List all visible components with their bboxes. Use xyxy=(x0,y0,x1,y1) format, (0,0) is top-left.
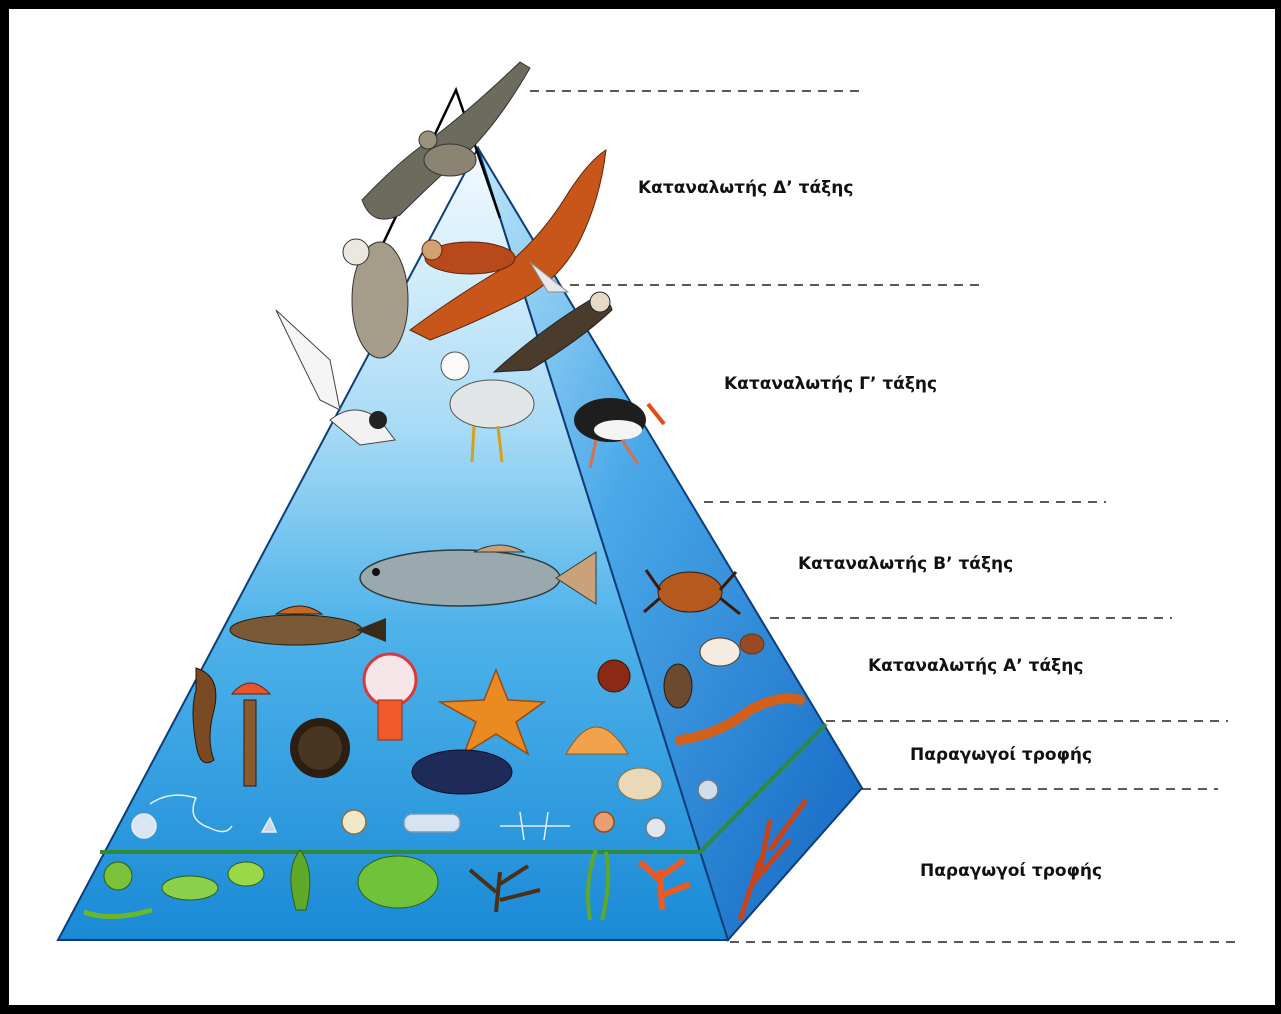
level-label-consumer-1: Καταναλωτής Α’ τάξης xyxy=(868,656,1083,676)
mussel-icon xyxy=(412,750,512,794)
snail-icon xyxy=(598,660,630,692)
limpet-icon xyxy=(664,664,692,708)
level-label-producer-lower: Παραγωγοί τροφής xyxy=(920,861,1102,881)
level-label-producer-upper: Παραγωγοί τροφής xyxy=(910,745,1092,765)
falcon-icon xyxy=(343,239,408,358)
level-label-consumer-4: Καταναλωτής Δ’ τάξης xyxy=(638,178,853,198)
clam-icon xyxy=(618,768,662,800)
sea-urchin-icon xyxy=(290,718,350,778)
level-label-consumer-3: Καταναλωτής Γ’ τάξης xyxy=(724,374,937,394)
level-label-consumer-2: Καταναλωτής Β’ τάξης xyxy=(798,554,1013,574)
